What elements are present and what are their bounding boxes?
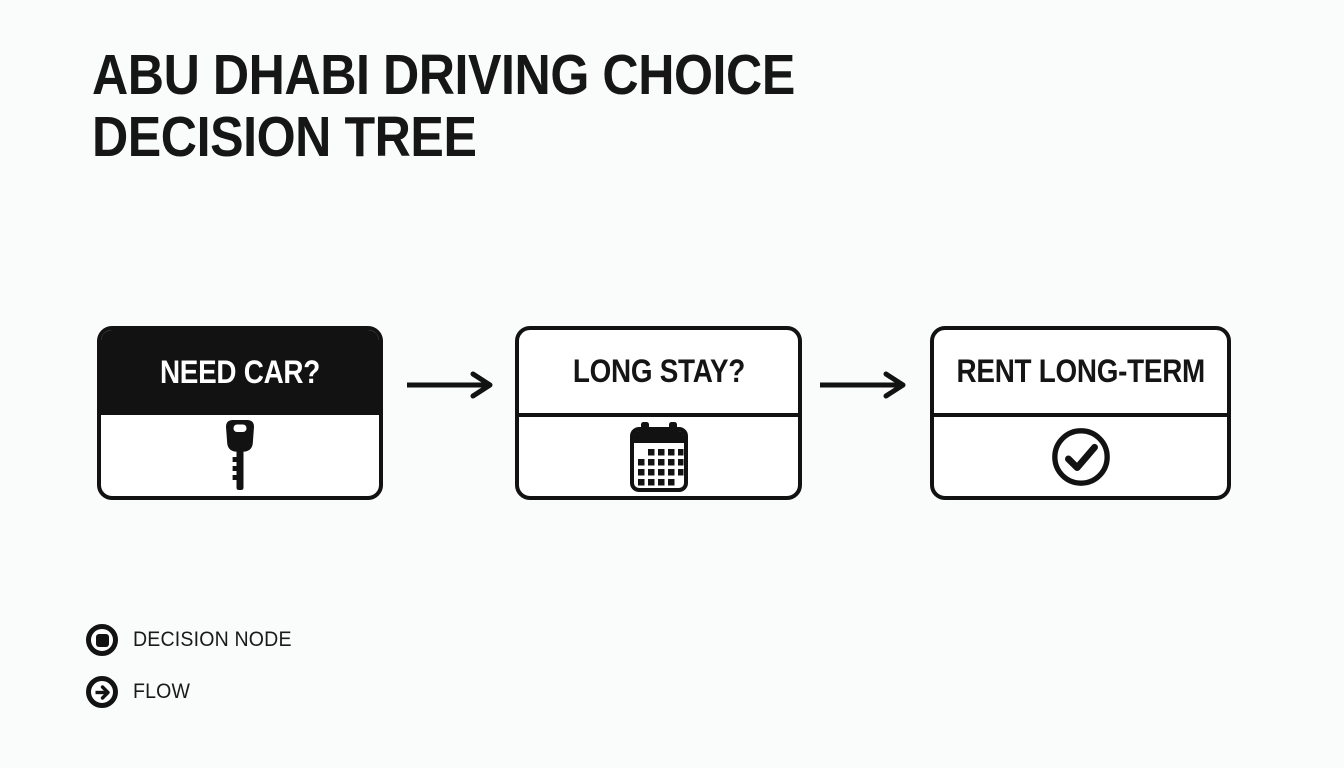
node-body <box>934 417 1227 496</box>
page-title-line-2: DECISION TREE <box>92 105 477 169</box>
legend: DECISION NODE FLOW <box>86 624 304 728</box>
flow-arrow-icon <box>86 676 118 708</box>
flow-arrow-icon <box>819 371 911 399</box>
node-header: NEED CAR? <box>101 330 379 415</box>
node-header: RENT LONG-TERM <box>934 330 1227 417</box>
page-title: ABU DHABI DRIVING CHOICE DECISION TREE <box>92 44 795 168</box>
legend-item-decision-node: DECISION NODE <box>86 624 304 656</box>
node-body <box>101 415 379 496</box>
check-circle-icon <box>1050 426 1112 488</box>
node-header: LONG STAY? <box>519 330 798 417</box>
flow-arrow-icon <box>406 371 498 399</box>
decision-node-long-stay: LONG STAY? <box>515 326 802 500</box>
page-title-line-1: ABU DHABI DRIVING CHOICE <box>92 43 795 107</box>
decision-node-need-car: NEED CAR? <box>97 326 383 500</box>
node-label: LONG STAY? <box>572 353 745 389</box>
legend-item-flow: FLOW <box>86 676 304 708</box>
decision-node-icon <box>86 624 118 656</box>
car-key-icon <box>225 419 255 492</box>
decision-node-rent-long-term: RENT LONG-TERM <box>930 326 1231 500</box>
calendar-icon <box>629 421 688 492</box>
node-label: RENT LONG-TERM <box>956 353 1205 389</box>
legend-label: DECISION NODE <box>133 628 292 651</box>
node-label: NEED CAR? <box>159 354 321 390</box>
legend-label: FLOW <box>133 680 191 703</box>
node-body <box>519 417 798 496</box>
